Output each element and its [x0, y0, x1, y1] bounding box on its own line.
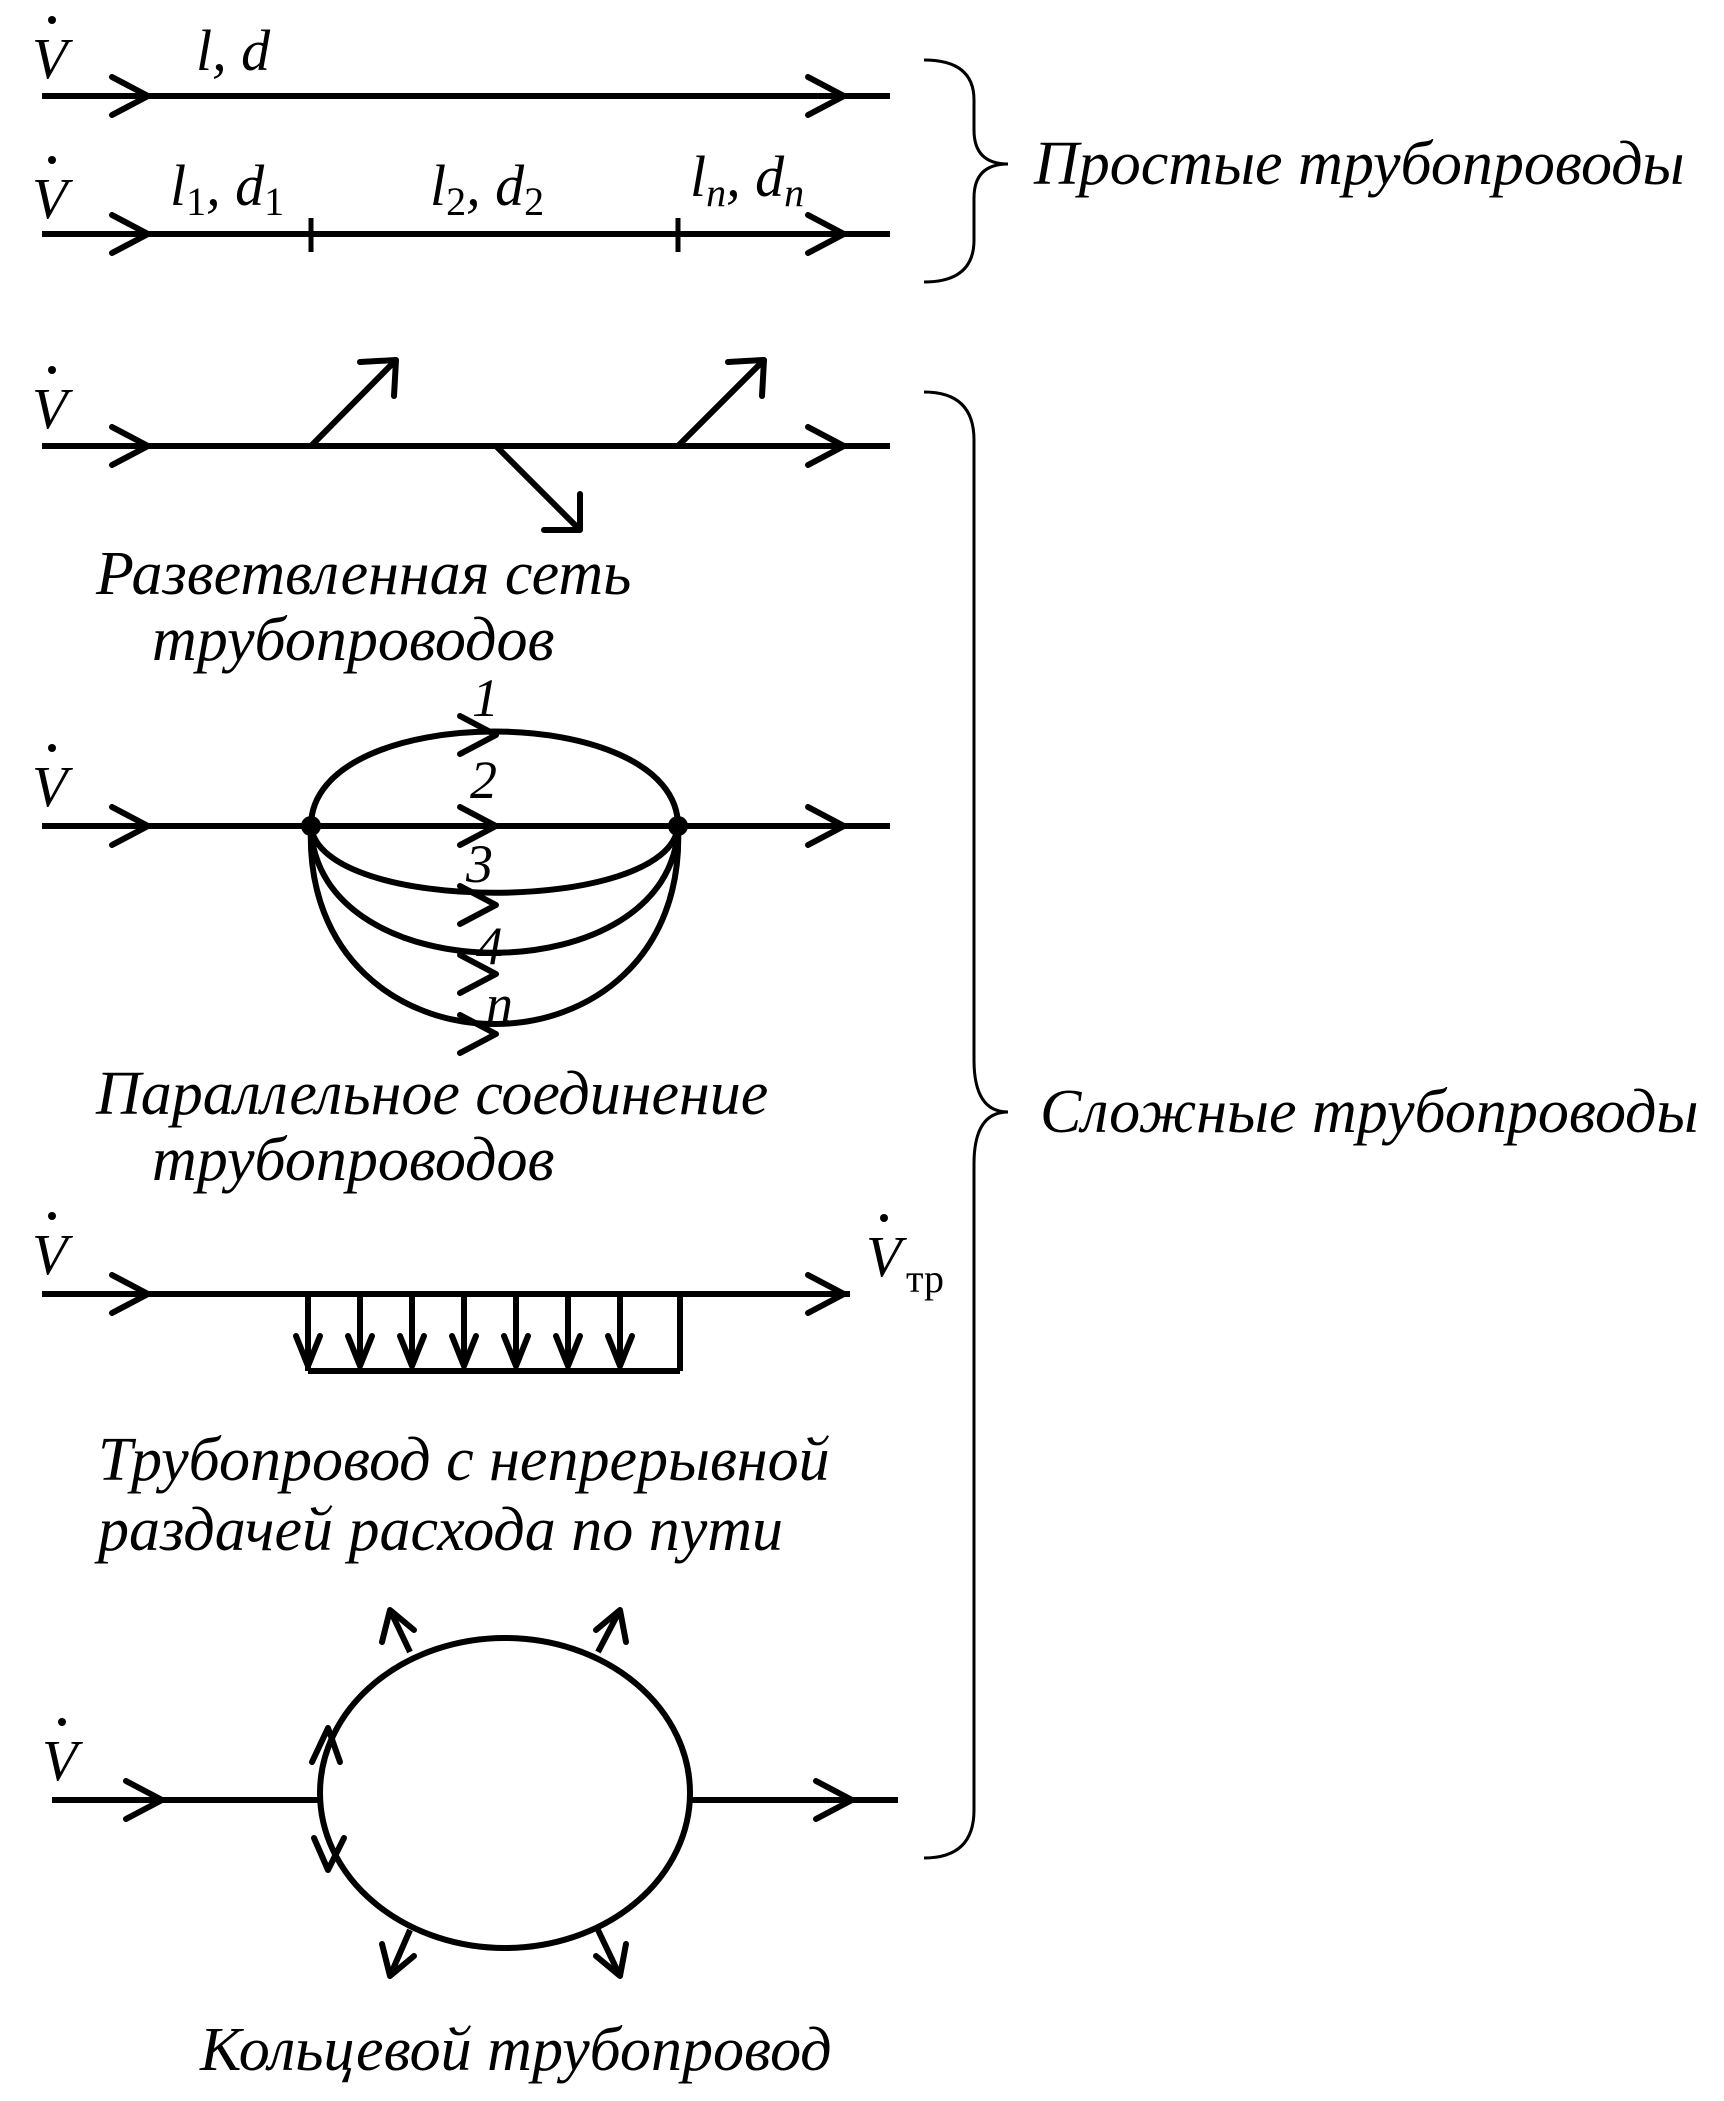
branch-n [307, 825, 682, 1027]
branch-label: 1 [472, 668, 499, 728]
branch-label: 4 [476, 916, 503, 976]
parallel-connection: V 1 2 3 4 n Параллельное соединение труб… [32, 668, 890, 1194]
branched-caption-line2: трубопроводов [152, 606, 554, 674]
flow-rate-symbol: V [32, 366, 74, 441]
simple-pipeline-single: V l, d [32, 16, 890, 115]
branched-caption-line1: Разветвленная сеть [95, 540, 631, 608]
flow-rate-symbol: V [42, 1718, 84, 1793]
branch-outlet-down [493, 443, 583, 533]
ring-arrow-up [309, 1725, 343, 1765]
branch-label: n [486, 974, 513, 1034]
flow-rate-out-symbol: V тр [866, 1214, 944, 1301]
ring-pipeline: V Кольцевой трубопровод [42, 1607, 898, 2084]
segment-1-label: l1, d1 [170, 153, 284, 224]
continuous-distribution-pipeline: V V тр Трубопровод с непрерывной [32, 1212, 944, 1564]
complex-group-label: Сложные трубопроводы [1040, 1078, 1699, 1146]
distribution-caption-line2: раздачей расхода по пути [94, 1496, 783, 1564]
segment-n-label: ln, dn [690, 144, 804, 215]
svg-text:V: V [32, 376, 74, 441]
distribution-caption-line1: Трубопровод с непрерывной [98, 1426, 830, 1494]
ring-outlet-top-left [379, 1607, 417, 1654]
complex-group-brace [923, 390, 1009, 1860]
parallel-caption-line2: трубопроводов [152, 1126, 554, 1194]
svg-text:V: V [32, 166, 74, 231]
ring-outlet-bottom-right [593, 1928, 629, 1979]
branch-3 [308, 825, 681, 896]
svg-text:V: V [32, 26, 74, 91]
svg-text:V: V [42, 1728, 84, 1793]
ring-outlet-bottom-left [379, 1928, 417, 1979]
branch-outlet-up-right [675, 357, 767, 449]
flow-rate-symbol: V [32, 156, 74, 231]
flow-rate-symbol: V [32, 1212, 74, 1287]
flow-rate-symbol: V [32, 744, 74, 819]
simple-group-brace [923, 58, 1009, 284]
ring-loop [317, 1635, 693, 1951]
parallel-caption-line1: Параллельное соединение [95, 1060, 768, 1128]
ring-arrow-down [311, 1835, 347, 1873]
ring-caption: Кольцевой трубопровод [199, 2016, 832, 2084]
segment-2-label: l2, d2 [430, 153, 544, 224]
flow-rate-symbol: V [32, 16, 74, 91]
svg-text:тр: тр [906, 1256, 944, 1301]
branch-4 [308, 825, 681, 956]
branch-label: 2 [470, 750, 497, 810]
distribution-outlets [296, 1294, 683, 1374]
ring-outlet-top-right [593, 1607, 629, 1654]
branch-outlet-up-left [308, 357, 399, 449]
svg-text:V: V [32, 754, 74, 819]
segment-label: l, d [196, 18, 271, 83]
branched-network: V Разветвленная сеть трубопроводов [32, 357, 890, 674]
simple-group-label: Простые трубопроводы [1033, 130, 1685, 198]
svg-text:V: V [32, 1222, 74, 1287]
branch-label: 3 [465, 834, 493, 894]
simple-pipeline-series: V l1, d1 l2, d2 ln, dn [32, 144, 890, 253]
svg-text:V: V [866, 1224, 908, 1289]
